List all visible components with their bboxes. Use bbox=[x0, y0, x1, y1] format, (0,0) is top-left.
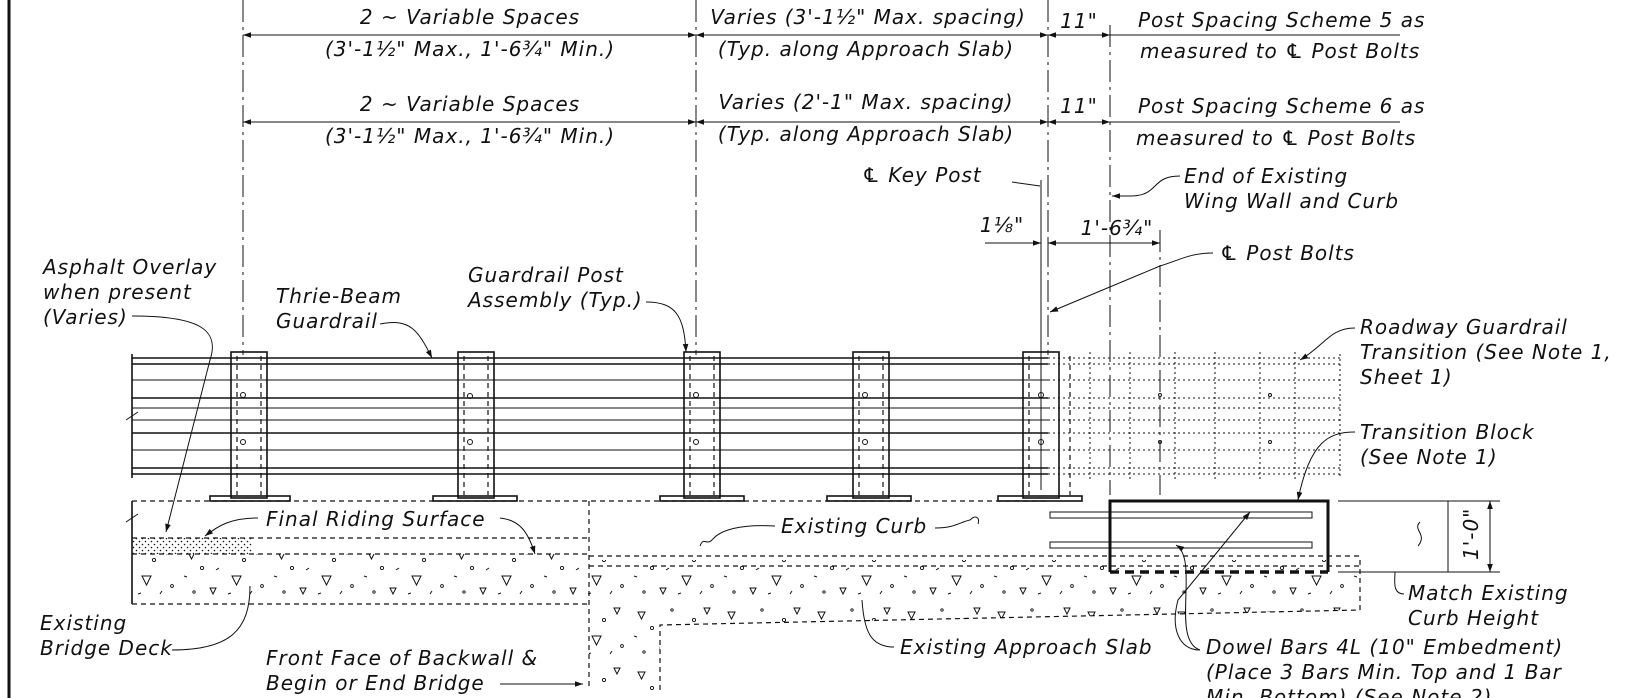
asphalt-label-line3: (Varies) bbox=[43, 305, 128, 329]
existing-approach-slab bbox=[588, 501, 1361, 690]
roadway-transition-label-line1: Roadway Guardrail bbox=[1360, 315, 1568, 339]
backwall-label-line1: Front Face of Backwall & bbox=[266, 646, 538, 670]
guardrail-post-1 bbox=[209, 351, 291, 502]
scheme6-variable-range-label: (3'-1½" Max., 1'-6¾" Min.) bbox=[325, 124, 615, 148]
scheme6-title-line2: measured to ℄ Post Bolts bbox=[1136, 126, 1416, 150]
scheme5-title-line1: Post Spacing Scheme 5 as bbox=[1138, 8, 1425, 32]
bridge-deck bbox=[125, 500, 1050, 605]
transition-block-label-line1: Transition Block bbox=[1360, 420, 1535, 444]
key-guardrail-post bbox=[997, 351, 1083, 502]
asphalt-label-line1: Asphalt Overlay bbox=[41, 255, 217, 279]
existing-bridge-deck-label-line2: Bridge Deck bbox=[40, 636, 173, 660]
roadway-transition-label-line2: Transition (See Note 1, bbox=[1360, 340, 1612, 364]
offset-dimension-line bbox=[985, 238, 1160, 250]
post-assembly-label-line2: Assembly (Typ.) bbox=[466, 288, 643, 312]
existing-bridge-deck-label-line1: Existing bbox=[40, 611, 127, 635]
dowel-bars-label-line3: Min. Bottom) (See Note 2) bbox=[1206, 685, 1492, 698]
existing-curb-label: Existing Curb bbox=[781, 514, 927, 538]
match-curb-label-line1: Match Existing bbox=[1408, 581, 1569, 605]
backwall-label-line2: Begin or End Bridge bbox=[266, 671, 485, 695]
key-post-label: ℄ Key Post bbox=[862, 163, 982, 187]
curb-height-dimension bbox=[1417, 501, 1493, 572]
transition-guardrail-dashed bbox=[1048, 352, 1341, 480]
post-centerlines bbox=[242, 0, 1161, 495]
dowel-bars-label-line1: Dowel Bars 4L (10" Embedment) bbox=[1206, 635, 1563, 659]
guardrail-post-2 bbox=[432, 351, 518, 502]
thrie-beam-guardrail bbox=[125, 354, 1048, 478]
scheme5-variable-label: 2 ~ Variable Spaces bbox=[360, 5, 580, 29]
end-existing-label-line2: Wing Wall and Curb bbox=[1184, 189, 1399, 213]
final-riding-surface-label: Final Riding Surface bbox=[266, 507, 486, 531]
transition-block-label-line2: (See Note 1) bbox=[1360, 445, 1498, 469]
scheme5-title-line2: measured to ℄ Post Bolts bbox=[1140, 39, 1420, 63]
scheme5-typ-label: (Typ. along Approach Slab) bbox=[718, 37, 1014, 61]
curb-height-label: 1'-0" bbox=[1459, 508, 1483, 560]
transition-bolts bbox=[1158, 393, 1272, 444]
scheme5-variable-range-label: (3'-1½" Max., 1'-6¾" Min.) bbox=[325, 37, 615, 61]
end-existing-label-line1: End of Existing bbox=[1184, 164, 1348, 188]
transition-block bbox=[1049, 499, 1500, 574]
scheme6-varies-label: Varies (2'-1" Max. spacing) bbox=[718, 90, 1013, 114]
asphalt-label-line2: when present bbox=[43, 280, 192, 304]
dowel-bars-label-line2: (Place 3 Bars Min. Top and 1 Bar bbox=[1206, 660, 1563, 684]
roadway-transition-label-line3: Sheet 1) bbox=[1360, 365, 1453, 389]
scheme6-typ-label: (Typ. along Approach Slab) bbox=[718, 122, 1014, 146]
guardrail-post-4 bbox=[826, 351, 912, 502]
scheme6-title-line1: Post Spacing Scheme 6 as bbox=[1138, 94, 1425, 118]
offset-large-label: 1'-6¾" bbox=[1081, 216, 1154, 240]
scheme6-gap-label: 11" bbox=[1060, 94, 1098, 118]
thrie-beam-label-line1: Thrie-Beam bbox=[276, 284, 402, 308]
scheme6-variable-label: 2 ~ Variable Spaces bbox=[360, 92, 580, 116]
guardrail-post-3 bbox=[659, 351, 745, 502]
post-assembly-label-line1: Guardrail Post bbox=[468, 263, 624, 287]
offset-small-label: 1⅛" bbox=[980, 213, 1024, 237]
scheme5-gap-label: 11" bbox=[1060, 9, 1098, 33]
scheme5-varies-label: Varies (3'-1½" Max. spacing) bbox=[710, 5, 1026, 29]
match-curb-label-line2: Curb Height bbox=[1408, 606, 1539, 630]
post-bolts-label: ℄ Post Bolts bbox=[1220, 241, 1355, 265]
thrie-beam-label-line2: Guardrail bbox=[276, 309, 378, 333]
approach-slab-label: Existing Approach Slab bbox=[900, 635, 1153, 659]
